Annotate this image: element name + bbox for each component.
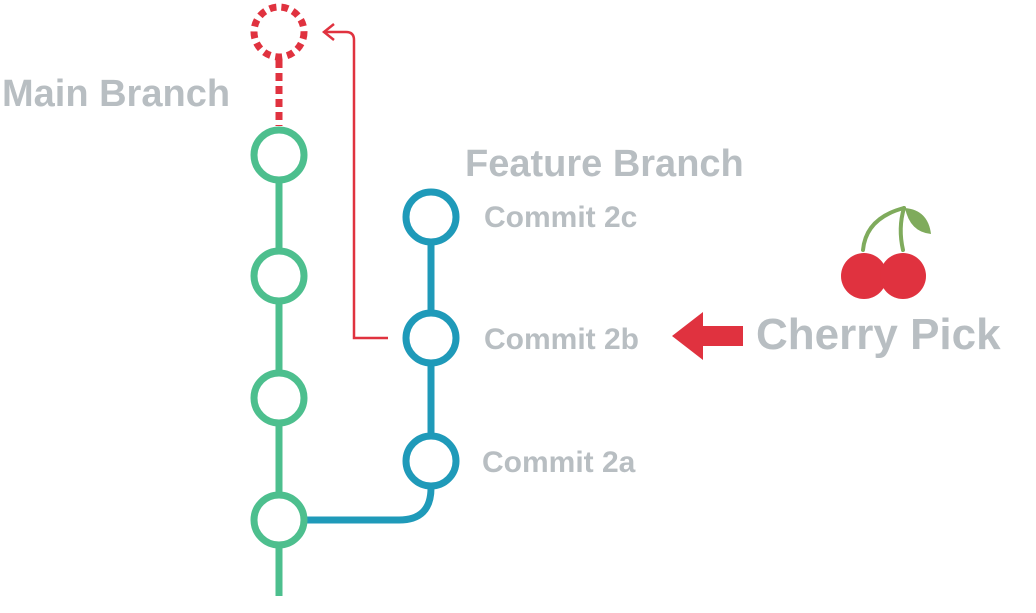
main-commit-node [250,369,308,427]
commit-2c-label: Commit 2c [484,201,637,234]
commit-2a-label: Commit 2a [482,446,636,479]
left-arrow-icon [672,312,743,360]
new-commit-node [250,3,308,61]
cherry-pick-path [326,30,388,340]
main-commit-node [250,491,308,549]
main-commit-node [250,126,308,184]
main-commit-node [250,247,308,305]
feature-branch-label: Feature Branch [465,143,744,185]
cherry-icon [841,206,931,299]
commit-2b-node [402,309,460,367]
commit-2a-node [402,432,460,490]
commit-2c-node [402,188,460,246]
main-branch-label: Main Branch [2,73,230,115]
cherry-pick-path-arrowhead [321,23,335,41]
cherry-pick-label: Cherry Pick [756,310,1001,359]
commit-2b-label: Commit 2b [484,323,639,356]
